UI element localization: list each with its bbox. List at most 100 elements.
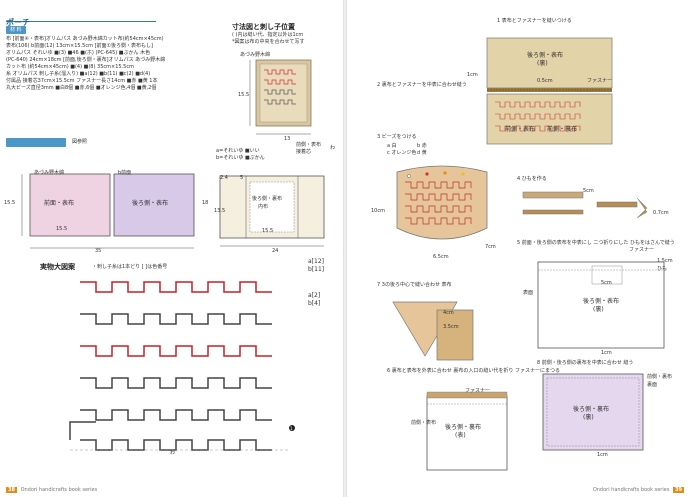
step-7-diagram bbox=[392, 301, 474, 361]
right-footer: Ondori handicrafts book series 39 bbox=[593, 487, 684, 493]
start-mark: 1 bbox=[290, 426, 293, 431]
fabric-a-label: あづみ野木綿 bbox=[34, 170, 65, 176]
material-line: カット布 (約54cm×45cm) ■(4) ■(8) 35cm×15.5cm bbox=[6, 64, 134, 70]
pattern-title: 実物大図案 bbox=[40, 263, 75, 271]
dim-w3: 35 bbox=[95, 248, 102, 254]
right-page-number: 39 bbox=[673, 487, 684, 493]
pattern-note: ・刺し子糸は1本どり [ ]は色番号 bbox=[92, 264, 168, 270]
fold-mark: わ bbox=[330, 145, 336, 151]
pouch-diagram bbox=[396, 165, 488, 240]
strap-diagram bbox=[522, 191, 648, 219]
legend-2: b=それいゆ ■ぶかん bbox=[216, 155, 265, 161]
section-header: ポーチ bbox=[6, 10, 156, 27]
zipper-label-2: ファスナー bbox=[629, 247, 655, 253]
dim-d3: 13.5 bbox=[214, 208, 226, 214]
cm07-label: 0.7cm bbox=[653, 210, 669, 216]
material-line: 丸大ビーズ直径3mm ■白8個 ■赤,6個 ■オレンジ色,4個 ■黄,2個 bbox=[6, 85, 157, 91]
left-footer: 38 Ondori handicrafts book series bbox=[6, 487, 97, 493]
cm05-label: 0.5cm bbox=[537, 78, 553, 84]
pattern-label-b11: b[11] bbox=[308, 266, 325, 273]
size-title: 寸法図と刺し子位置 bbox=[232, 23, 295, 31]
dim-w2: 24 bbox=[272, 248, 279, 254]
cm1-label-3: 1cm bbox=[597, 452, 608, 458]
cm15-label: 1.5cm bbox=[657, 258, 673, 264]
step-8-diagram bbox=[542, 373, 644, 451]
dim-h2: 18 bbox=[202, 200, 209, 206]
size-diagram bbox=[249, 59, 312, 135]
himo-label: ひも bbox=[657, 266, 668, 272]
cm5-label: 5cm bbox=[583, 188, 594, 194]
bead-a: a 白 bbox=[387, 143, 397, 149]
material-line: 布 [前面④・表布]オリムパス あづみ野木綿カット布(約54cm×45cm) bbox=[6, 36, 164, 42]
material-line: オリムパス それいゆ ■(3) ■46 ■(ホ) (PC-645) ■ぶかん 木… bbox=[6, 50, 151, 56]
bead-c: c オレンジ色 bbox=[387, 150, 417, 156]
outer-back-label: 後ろ側・表布 bbox=[527, 52, 564, 59]
step-1: 1 表布とファスナーを縫いつける bbox=[497, 18, 572, 24]
cm1-label-2: 1cm bbox=[601, 350, 612, 356]
inner-b-label: 内布 bbox=[258, 204, 269, 210]
back-face-label-2: 裏面 bbox=[647, 382, 658, 388]
inner-diagram bbox=[219, 175, 325, 247]
front-outer-label: 前面・表布 bbox=[44, 200, 75, 207]
cm7-label: 7cm bbox=[485, 244, 496, 250]
cm65-label: 6.5cm bbox=[433, 254, 449, 260]
material-line: 表布(106) b前面(12) 13cm×15.5cm [前面①後ろ側・表布もし… bbox=[6, 43, 153, 49]
dim-d1: 2.4 bbox=[220, 175, 228, 181]
materials-tag: 材 料 bbox=[6, 26, 26, 34]
bead-d: d 黄 bbox=[417, 150, 427, 156]
legend-1: a=それいゆ ■いい bbox=[216, 148, 260, 154]
ura-label-2: (裏) bbox=[593, 306, 604, 313]
pattern-label-a2: a[2] bbox=[308, 292, 321, 299]
step-8: 8 前側・後ろ側の裏布を中表に合わせ 縫う bbox=[537, 360, 634, 366]
finished-note: 図参照 bbox=[72, 139, 88, 145]
layout-diagram bbox=[21, 173, 195, 249]
step-7: 7 3の後ろ中心で縫い合わせ 表布 bbox=[377, 282, 452, 288]
fold-label: わ bbox=[170, 450, 176, 456]
material-line: 付属品 接着芯37cm×15.5cm ファスナー長さ14cm ■赤 ■黄 1本 bbox=[6, 78, 158, 84]
finished-bar-label: でき上がり寸法 bbox=[10, 149, 46, 155]
dim-height: 15.5 bbox=[238, 92, 250, 98]
front-inner-label: 前側・裏布 bbox=[547, 126, 578, 133]
front-label: 前側・表布 bbox=[296, 142, 322, 148]
left-series: Ondori handicrafts book series bbox=[20, 487, 98, 493]
step-2: 2 裏布とファスナーを中表に合わせ縫う bbox=[377, 82, 467, 88]
step-4: 4 ひもを作る bbox=[517, 176, 547, 182]
material-line: 糸 オリムパス 刺し子糸(溜入り) ■a(12) ■b(11) ■c(2) ■d… bbox=[6, 71, 151, 77]
inner-label: 後ろ側・裏布 bbox=[252, 196, 283, 202]
pattern-label-b4: b[4] bbox=[308, 300, 321, 307]
step-5: 5 前面・後ろ側の表布を中表にし 二つ折りにした ひもをはさんで縫う bbox=[517, 240, 675, 246]
dim-width: 13 bbox=[284, 136, 291, 142]
pattern-label-a12: a[12] bbox=[308, 258, 324, 265]
step-5-diagram bbox=[537, 261, 665, 349]
gutter bbox=[343, 0, 347, 497]
front-inner-label-2: 前側・裏布 bbox=[647, 374, 673, 380]
inner-back-label: 後ろ側・裏布 bbox=[573, 406, 610, 413]
dim-d2: 5 bbox=[240, 175, 244, 181]
ura-label: (裏) bbox=[537, 60, 548, 67]
zipper-label: ファスナー bbox=[587, 78, 613, 84]
size-note: ( )内は縫い代、指定以外は1cm bbox=[232, 32, 304, 38]
cm5-label-2: 5cm bbox=[601, 280, 612, 286]
back-face-label: 後ろ側・表布 bbox=[583, 298, 620, 305]
cm1-label: 1cm bbox=[467, 72, 478, 78]
zipper-label-3: ファスナー bbox=[465, 388, 491, 394]
omote-label: (表) bbox=[455, 432, 466, 439]
material-line: (PC-640) 24cm×18cm [前面,後ろ側・裏布]オリムパス あづみ野… bbox=[6, 57, 166, 63]
dim-h3: 15.5 bbox=[4, 200, 16, 206]
right-page: 1 表布とファスナーを縫いつける 後ろ側・表布 (裏) ファスナー 1cm 0.… bbox=[347, 0, 690, 497]
front-mark: 接着芯 bbox=[296, 149, 312, 155]
back-outer-label: 後ろ側・表布 bbox=[132, 200, 169, 207]
back-inner-label: 後ろ側・裏布 bbox=[445, 424, 482, 431]
step-6-diagram bbox=[426, 391, 508, 471]
face-label: 表面 bbox=[523, 290, 534, 296]
step-6: 6 裏布と表布を外表に合わせ 裏布の入口の縫い代を折り ファスナーにまつる bbox=[387, 368, 560, 374]
cm35-label: 3.5cm bbox=[443, 324, 459, 330]
cm4-label: 4cm bbox=[443, 310, 454, 316]
materials-list: 布 [前面④・表布]オリムパス あづみ野木綿カット布(約54cm×45cm) 表… bbox=[6, 36, 238, 92]
right-series: Ondori handicrafts book series bbox=[592, 487, 670, 493]
header-title: ポーチ bbox=[6, 18, 30, 27]
outer-label-6: 前側・表布 bbox=[411, 420, 437, 426]
size-note: *図案は布の中央を合わせて写す bbox=[232, 39, 305, 45]
step-3: 3 ビーズをつける bbox=[377, 134, 417, 140]
